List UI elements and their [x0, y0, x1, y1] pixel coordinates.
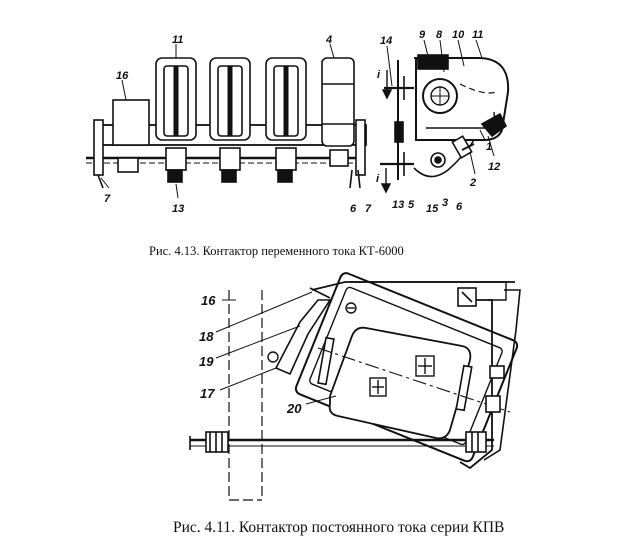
label-10: 10 [452, 29, 465, 41]
label-16-bottom: 16 [201, 293, 216, 308]
label-20: 20 [286, 401, 302, 416]
caption-bottom: Рис. 4.11. Контактор постоянного тока се… [173, 519, 505, 536]
figure-bottom-drawing [189, 272, 521, 501]
label-8: 8 [436, 29, 443, 41]
label-13-left: 13 [172, 203, 184, 215]
label-3: 3 [442, 197, 448, 209]
label-16: 16 [116, 70, 129, 82]
pole-1 [155, 57, 197, 183]
right-support [459, 289, 521, 470]
block-16-foot [117, 157, 139, 173]
bottom-leader-lines [215, 291, 337, 405]
upper-frame [311, 281, 515, 291]
arc-horn [274, 299, 332, 376]
bottom-labels: 16 18 19 17 20 [199, 293, 302, 416]
left-end-bracket [93, 119, 104, 176]
label-5: 5 [408, 199, 415, 211]
label-7-right: 7 [365, 203, 372, 215]
electromagnet-4 [321, 57, 355, 167]
label-13-right: 13 [392, 199, 404, 211]
top-labels: 16 11 4 14 9 8 10 11 i 1 12 2 7 13 6 7 1… [104, 29, 500, 215]
block-16 [112, 99, 150, 146]
pole-2 [209, 57, 251, 183]
label-12: 12 [488, 161, 500, 173]
figure-top-drawing [86, 54, 510, 189]
label-7-left: 7 [104, 193, 111, 205]
bracket-leader [97, 174, 104, 189]
label-6-left: 6 [350, 203, 357, 215]
label-11-right: 11 [472, 29, 483, 41]
label-1: 1 [486, 141, 492, 153]
label-4: 4 [325, 34, 332, 46]
label-15: 15 [426, 203, 439, 215]
reference-dashed-lines [228, 290, 263, 501]
label-18: 18 [199, 329, 214, 344]
label-17: 17 [200, 386, 215, 401]
top-leader-lines [100, 39, 495, 199]
label-9: 9 [419, 29, 426, 41]
label-19: 19 [199, 354, 214, 369]
pole-piece-20 [317, 326, 473, 440]
bottom-shaft [189, 431, 494, 453]
label-i-top: i [377, 69, 381, 81]
label-i-bottom: i [376, 173, 380, 185]
right-end-bracket [355, 119, 366, 176]
caption-top: Рис. 4.13. Контактор переменного тока КТ… [149, 244, 404, 258]
centre-line [317, 347, 511, 413]
pole-3 [265, 57, 307, 183]
label-14: 14 [380, 35, 392, 47]
arc-chute-section [380, 54, 510, 180]
label-2: 2 [469, 177, 476, 189]
bolts [267, 302, 435, 397]
label-6-right: 6 [456, 201, 463, 213]
label-11: 11 [172, 34, 183, 46]
current-arrows [380, 70, 393, 194]
